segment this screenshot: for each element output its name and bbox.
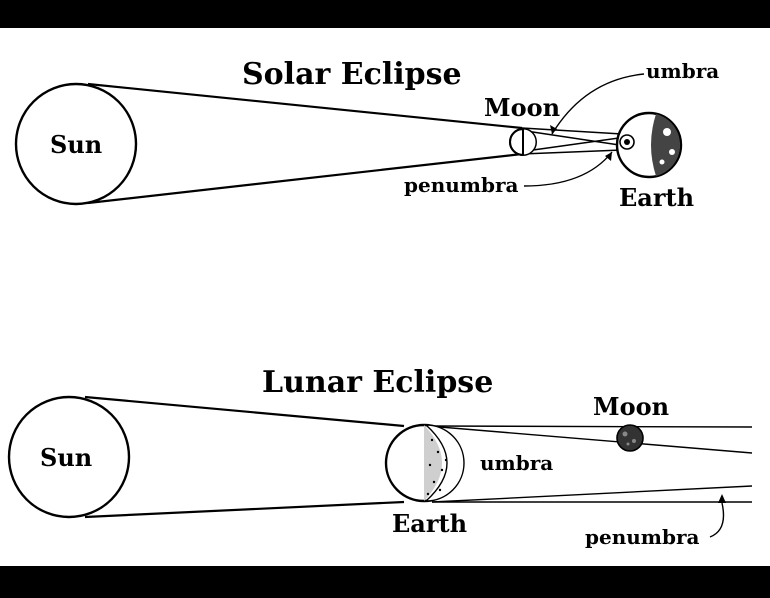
lunar-eclipse-diagram: Lunar Eclipse Sun Earth — [7, 365, 753, 549]
solar-umbra-ray-a — [525, 130, 627, 147]
solar-penumbra-ray-upper — [521, 127, 623, 135]
lunar-umbra-label: umbra — [480, 451, 553, 475]
lunar-penumbra-arrowhead — [718, 494, 726, 503]
lunar-earth — [384, 423, 465, 503]
lunar-moon-label: Moon — [593, 392, 669, 421]
solar-eclipse-title: Solar Eclipse — [242, 57, 462, 92]
solar-umbra-label: umbra — [646, 59, 719, 83]
solar-umbra-ray-b — [525, 136, 627, 152]
lunar-eclipse-title: Lunar Eclipse — [262, 365, 493, 400]
lunar-sun-label: Sun — [40, 443, 92, 472]
lunar-upper-ray — [84, 395, 405, 428]
lunar-sun — [7, 395, 131, 519]
solar-penumbra-arrowhead — [605, 152, 612, 161]
solar-eclipse-diagram: Solar Eclipse Sun Moon Ear — [14, 57, 719, 212]
lunar-penumbra-ray-upper — [427, 425, 753, 428]
solar-penumbra-label: penumbra — [404, 173, 518, 197]
solar-umbra-leader — [551, 73, 645, 135]
lunar-lower-ray — [84, 500, 405, 519]
solar-earth-label: Earth — [619, 183, 694, 212]
lunar-umbra-ray-upper — [427, 425, 753, 454]
solar-penumbra-ray-lower — [521, 149, 623, 155]
solar-upper-ray — [87, 82, 523, 130]
solar-moon — [509, 128, 537, 156]
solar-lower-ray — [87, 152, 523, 205]
solar-umbra-arrowhead — [550, 125, 557, 134]
solar-penumbra-leader — [523, 151, 613, 187]
solar-moon-label: Moon — [484, 93, 560, 122]
solar-sun — [14, 82, 138, 206]
solar-sun-label: Sun — [50, 130, 102, 159]
lunar-penumbra-leader — [709, 502, 725, 538]
solar-earth — [615, 111, 683, 179]
lunar-penumbra-label: penumbra — [585, 525, 699, 549]
lunar-earth-label: Earth — [392, 509, 467, 538]
lunar-umbra-ray-lower — [431, 485, 753, 503]
lunar-moon — [616, 424, 644, 452]
